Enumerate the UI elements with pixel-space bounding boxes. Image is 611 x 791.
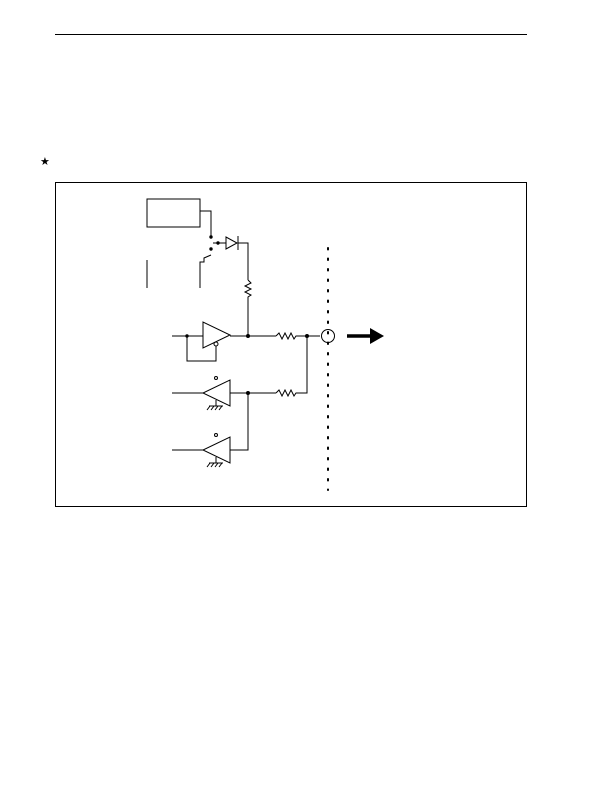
wire-block-to-switch xyxy=(200,210,212,236)
resistor-icon xyxy=(275,331,320,341)
junction-diode-left xyxy=(216,241,220,245)
diagram-frame xyxy=(55,182,527,507)
switch-contact-top xyxy=(209,235,213,239)
wire-switch-lower xyxy=(199,254,212,288)
resistor-icon xyxy=(243,279,253,336)
diode-icon xyxy=(225,236,249,280)
junction-buffer1-output xyxy=(246,334,250,338)
ground-icon xyxy=(206,457,223,468)
resistor-icon xyxy=(275,336,308,398)
control-block xyxy=(146,198,201,228)
arrow-right-icon xyxy=(347,328,384,344)
wire-buffer3-input xyxy=(230,393,249,451)
star-icon: ★ xyxy=(40,156,50,168)
wire-buffer1-enable xyxy=(186,336,217,362)
header-rule xyxy=(55,34,527,35)
switch-contact-bottom xyxy=(209,247,213,251)
buffer-icon xyxy=(202,321,232,349)
ground-icon xyxy=(206,400,223,411)
